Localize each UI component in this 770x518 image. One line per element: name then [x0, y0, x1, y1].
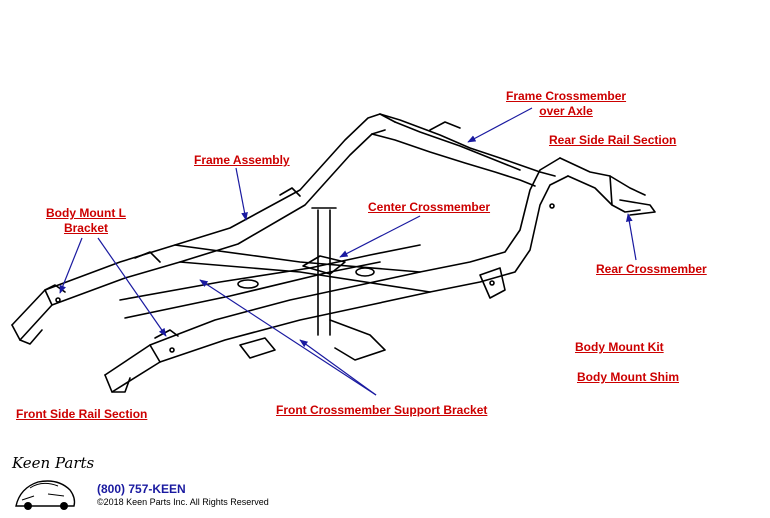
arrow-frame-crossmember — [467, 107, 533, 143]
label-body-mount-shim[interactable]: Body Mount Shim — [577, 370, 679, 384]
label-body-mount-kit[interactable]: Body Mount Kit — [575, 340, 664, 354]
arrow-frame-assembly — [235, 167, 248, 221]
keen-parts-logo: Keen Parts — [11, 454, 95, 510]
label-frame-crossmember[interactable]: Frame Crossmember over Axle — [506, 89, 626, 119]
label-front-crossmember-bracket[interactable]: Front Crossmember Support Bracket — [276, 403, 488, 417]
arrow-front-bracket-2 — [299, 339, 377, 396]
frame-drawing — [11, 113, 656, 393]
copyright-text: ©2018 Keen Parts Inc. All Rights Reserve… — [97, 497, 269, 507]
arrow-front-bracket-1 — [199, 279, 377, 396]
leader-arrows — [59, 107, 637, 396]
arrow-rear-crossmember — [625, 213, 637, 261]
label-body-mount-l-line1: Body Mount L — [46, 206, 126, 220]
arrow-center-crossmember — [339, 215, 421, 258]
label-rear-crossmember[interactable]: Rear Crossmember — [596, 262, 707, 276]
arrow-body-mount-l-2 — [97, 237, 167, 337]
label-frame-assembly[interactable]: Frame Assembly — [194, 153, 290, 167]
label-front-side-rail[interactable]: Front Side Rail Section — [16, 407, 148, 421]
arrow-body-mount-l-1 — [59, 237, 83, 294]
label-center-crossmember[interactable]: Center Crossmember — [368, 200, 491, 214]
label-frame-crossmember-line2: over Axle — [539, 104, 593, 118]
label-rear-side-rail[interactable]: Rear Side Rail Section — [549, 133, 677, 147]
phone-number[interactable]: (800) 757-KEEN — [97, 482, 186, 496]
label-frame-crossmember-line1: Frame Crossmember — [506, 89, 627, 103]
label-body-mount-l-line2: Bracket — [63, 221, 108, 235]
logo-text: Keen Parts — [11, 454, 95, 472]
label-body-mount-l[interactable]: Body Mount L Bracket — [46, 206, 126, 236]
